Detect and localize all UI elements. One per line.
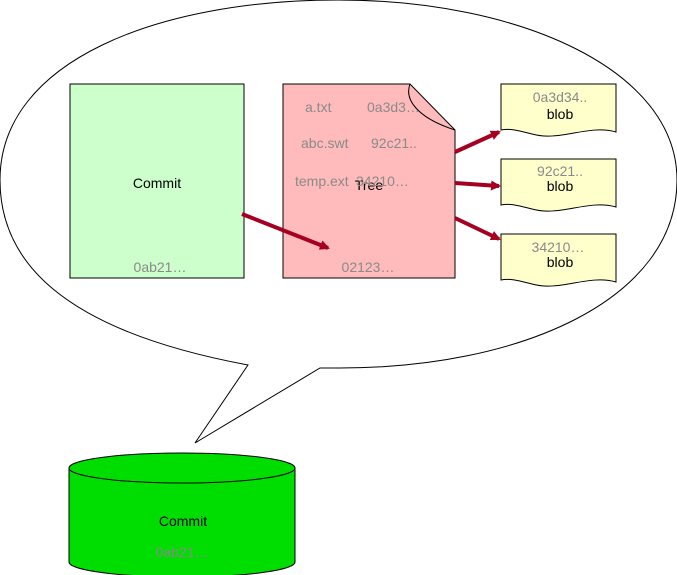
tree-to-blob-arrow [454,216,501,241]
tree-entry-hash: 92c21.. [371,135,417,151]
tree-card-title: Tree [355,177,383,193]
database-hash: 0ab21… [156,544,209,560]
tree-card-hash: 02123… [342,259,395,275]
database-title: Commit [159,513,207,529]
commit-card-title: Commit [133,175,181,191]
commit-card-hash: 0ab21… [134,259,187,275]
tree-card: Tree a.txt 0a3d3… abc.swt 92c21.. temp.e… [282,83,456,279]
blob-card: 34210… blob [500,233,617,287]
blob-label: blob [547,178,574,194]
blob-card: 0a3d34.. blob [500,83,617,137]
commit-to-tree-arrow [241,212,330,250]
commit-card: Commit 0ab21… [69,83,245,279]
tree-entry-hash: 0a3d3… [367,99,420,115]
blob-label: blob [547,106,574,122]
blob-hash: 34210… [532,239,585,255]
tree-to-blob-arrow [454,130,501,154]
tree-entry-hash: 34210… [356,173,409,189]
blob-label: blob [547,254,574,270]
blob-hash: 92c21.. [537,163,583,179]
blob-hash: 0a3d34.. [533,89,588,105]
tree-entry-name: a.txt [305,99,332,115]
tree-entry-name: temp.ext [295,173,349,189]
blob-card: 92c21.. blob [500,158,617,212]
database-cylinder: Commit 0ab21… [68,452,296,575]
tree-to-blob-arrow [454,180,501,191]
tree-entry-name: abc.swt [301,135,349,151]
